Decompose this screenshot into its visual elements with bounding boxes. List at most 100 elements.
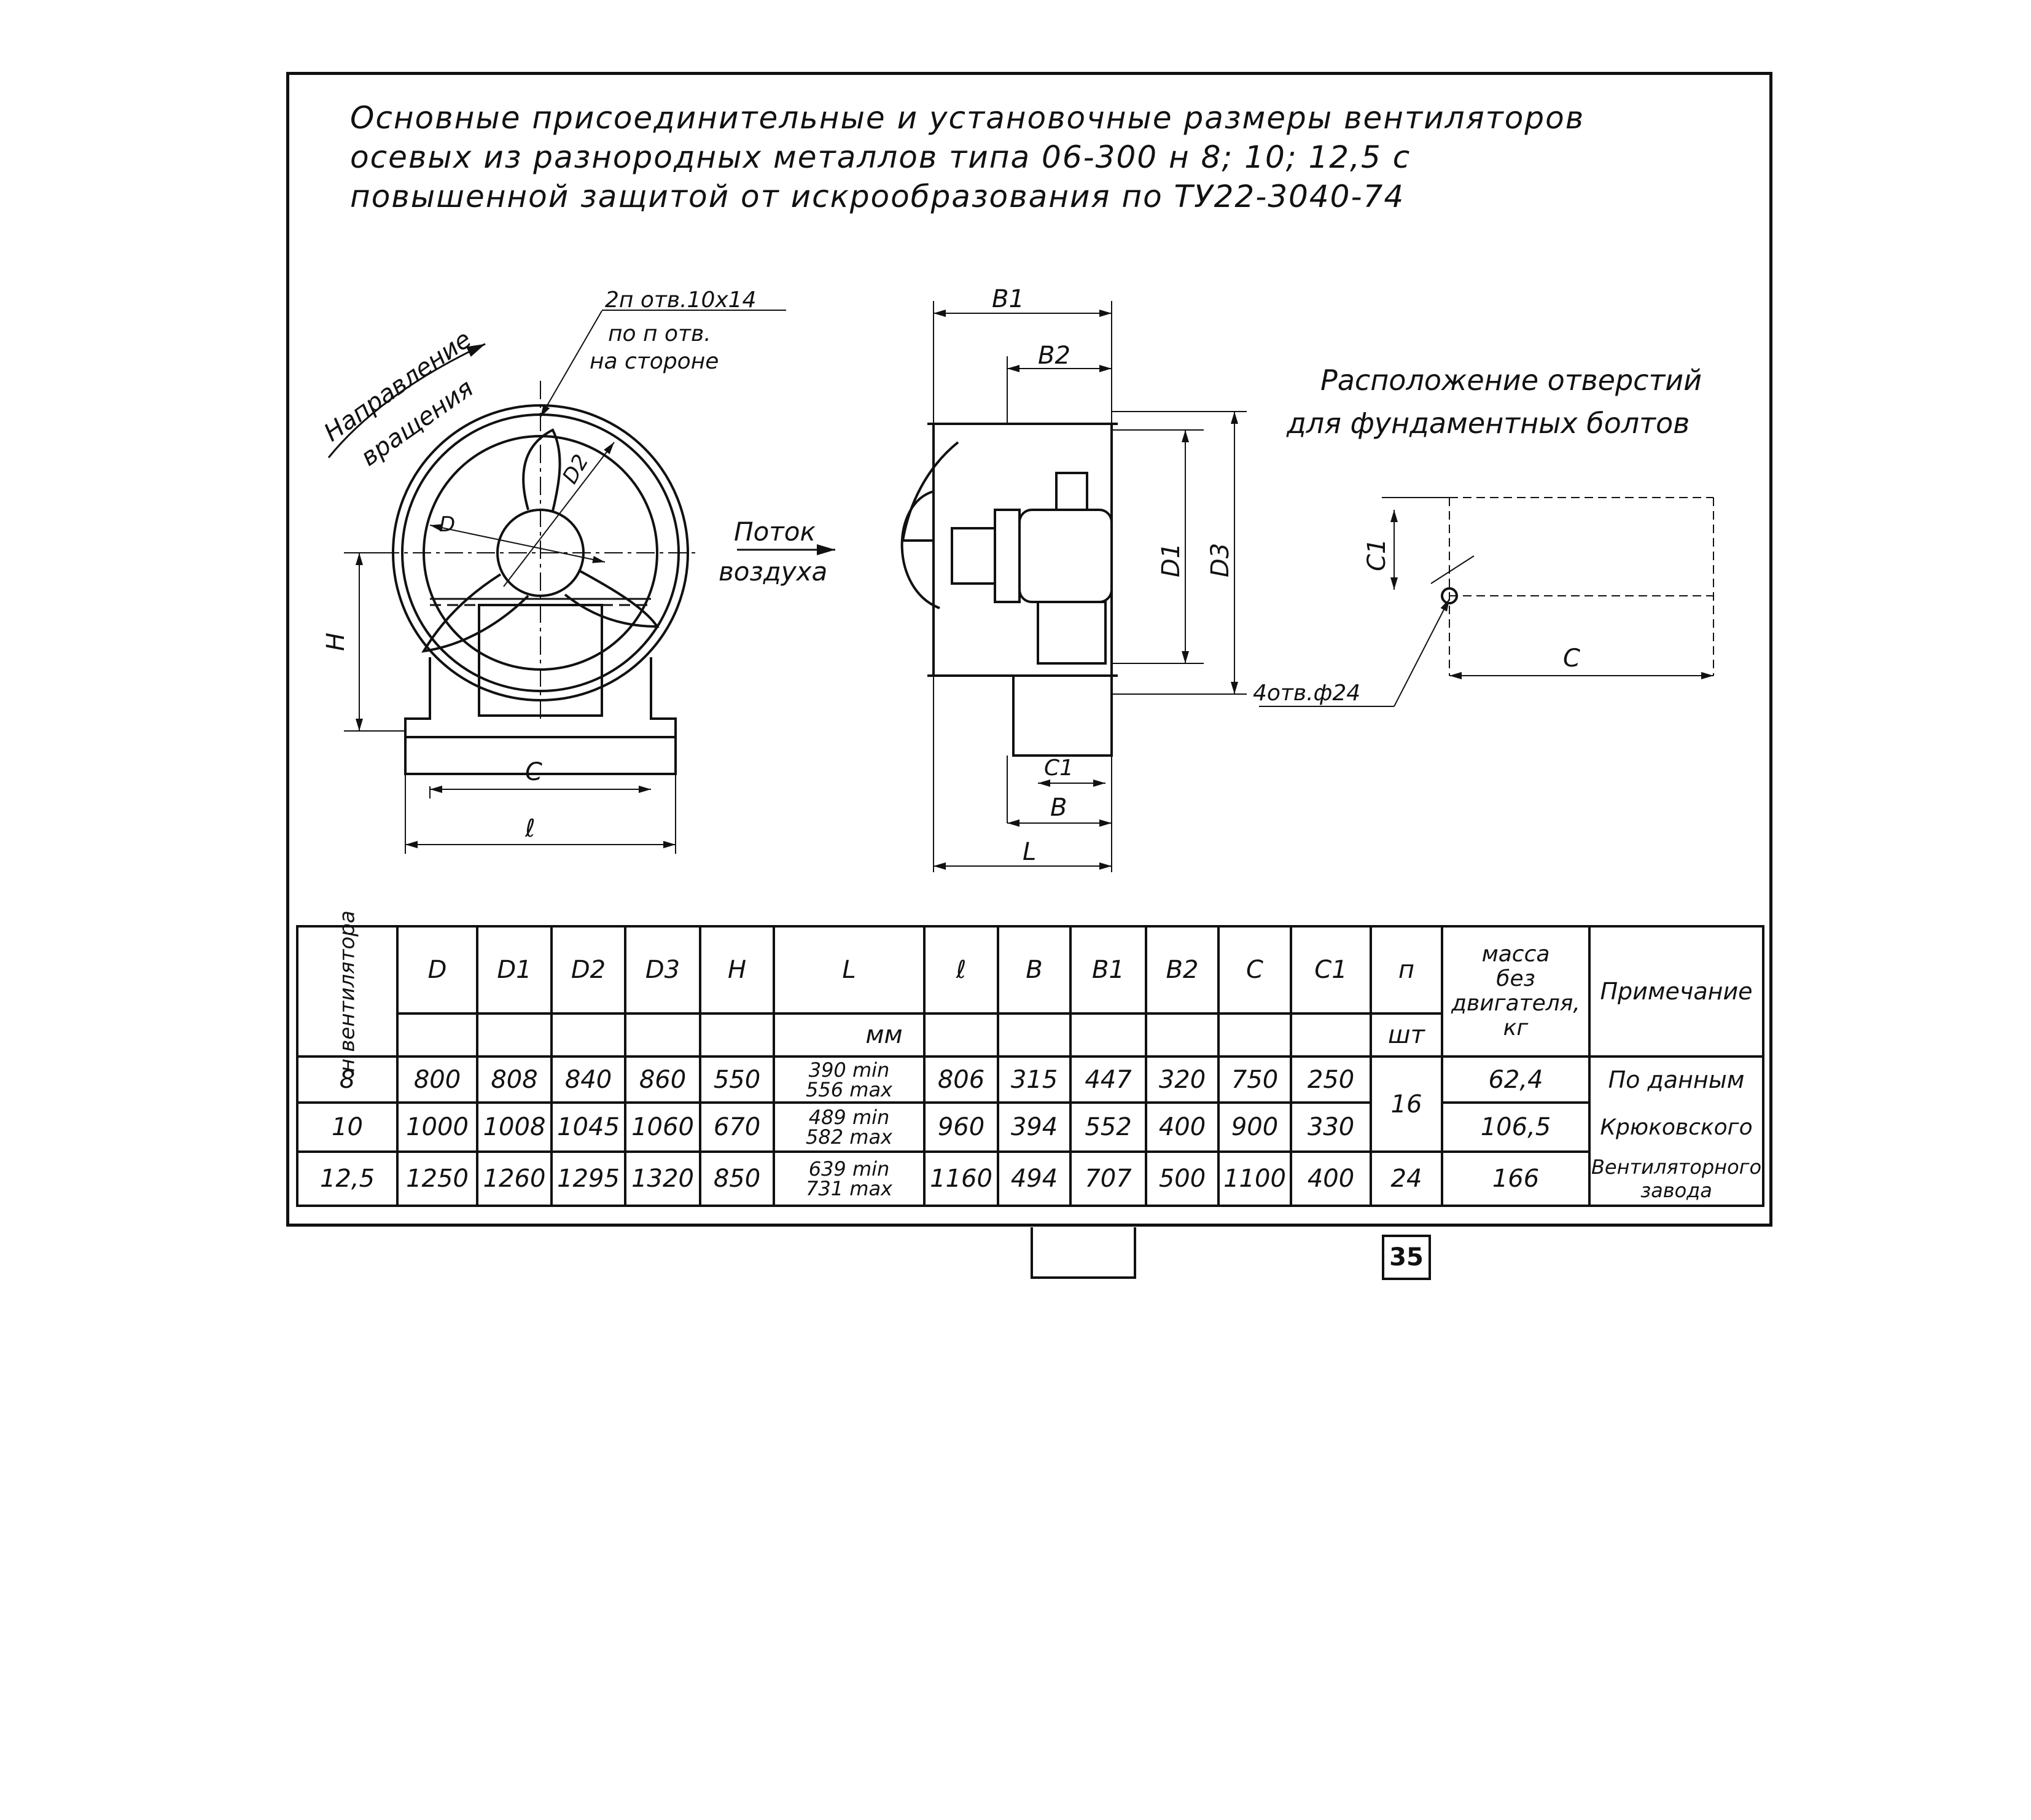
row-12-D: 1250: [406, 1165, 469, 1193]
row-10-D1: 1008: [483, 1113, 546, 1141]
title-line-3: повышенной защитой от искрообразования п…: [350, 179, 1405, 214]
row-10-fan: 10: [332, 1113, 363, 1141]
row-8-l: 806: [937, 1065, 985, 1094]
row-12-D3: 1320: [631, 1165, 694, 1193]
row-12-l: 1160: [930, 1165, 992, 1193]
row-10-C: 900: [1231, 1113, 1279, 1141]
header-D1: D1: [497, 956, 532, 984]
row-12-B1: 707: [1085, 1165, 1132, 1193]
dim-D3: D3: [1206, 543, 1234, 577]
blade-left: [421, 573, 529, 653]
mass-header: масса без двигателя, кг: [1451, 942, 1580, 1041]
bolt-dim-C1: C1: [1363, 539, 1391, 571]
header-H: H: [727, 956, 747, 984]
dim-D1: D1: [1157, 543, 1185, 577]
side-view: [900, 301, 1247, 872]
title-line-1: Основные присоединительные и установочны…: [350, 100, 1585, 136]
row-12-mass: 166: [1492, 1165, 1540, 1193]
base-frame: [404, 736, 677, 775]
header-D3: D3: [645, 956, 680, 984]
stamp-box: [1031, 1227, 1136, 1279]
row-10-mass: 106,5: [1480, 1113, 1551, 1141]
technical-drawing: Направление вращения 2п отв.10х14 по п о…: [296, 285, 1764, 1207]
unit-pcs: шт: [1388, 1021, 1425, 1049]
blade-top: [522, 428, 561, 512]
motor-body: [1018, 509, 1113, 603]
bolt-title: Расположение отверстий: [1320, 364, 1702, 397]
row-10-D3: 1060: [631, 1113, 694, 1141]
dim-B1: B1: [992, 285, 1024, 313]
row-8-H: 550: [713, 1065, 761, 1094]
row-8-mass: 62,4: [1488, 1065, 1543, 1094]
note-line-1: По данным: [1608, 1066, 1745, 1093]
page-number: 35: [1382, 1235, 1431, 1280]
header-D2: D2: [571, 956, 606, 984]
row-10-H: 670: [713, 1113, 761, 1141]
stand: [404, 657, 677, 737]
dim-B: B: [1050, 794, 1067, 822]
dim-D: D: [439, 512, 455, 537]
row-12-B: 494: [1010, 1165, 1058, 1193]
row-8-C: 750: [1231, 1065, 1279, 1094]
row-8-D2: 840: [564, 1065, 612, 1094]
dim-l: ℓ: [524, 814, 536, 843]
row-12-B2: 500: [1158, 1165, 1206, 1193]
row-10-B: 394: [1010, 1113, 1058, 1141]
row-8-D: 800: [413, 1065, 461, 1094]
row-8-D1: 808: [491, 1065, 538, 1094]
note-header: Примечание: [1600, 978, 1753, 1005]
header-n: п: [1398, 956, 1415, 984]
row-10-C1: 330: [1307, 1113, 1355, 1141]
row-12-C: 1100: [1223, 1165, 1286, 1193]
row-8-B: 315: [1010, 1065, 1058, 1094]
casing-side: [932, 423, 1113, 677]
dimensions-table: н вентилятора D D1 D2 D3 H L ℓ B B1 B2 C…: [297, 910, 1763, 1820]
unit-mm: мм: [865, 1021, 903, 1049]
col-fan-header: н вентилятора: [335, 910, 360, 1072]
side-blade: [901, 441, 959, 542]
holes-label-2: по п отв.: [608, 321, 711, 346]
bolt-holes-label: 4отв.ф24: [1253, 681, 1360, 706]
row-8-C1: 250: [1307, 1065, 1355, 1094]
row-10-B2: 400: [1158, 1113, 1206, 1141]
front-view: [327, 310, 835, 854]
nose-cone: [900, 490, 940, 609]
flow-label: Поток: [734, 517, 816, 547]
dim-C1: C1: [1044, 756, 1074, 781]
row-10-l: 960: [937, 1113, 985, 1141]
row-12-fan: 12,5: [319, 1165, 375, 1193]
row-10-B1: 552: [1085, 1113, 1132, 1141]
header-D: D: [427, 956, 447, 984]
bolt-title-2: для фундаментных болтов: [1286, 407, 1690, 440]
note-line-2: Крюковского: [1600, 1114, 1753, 1140]
header-B: B: [1026, 956, 1043, 984]
row-12-D2: 1295: [557, 1165, 620, 1193]
header-l: ℓ: [956, 956, 967, 984]
row-8-D3: 860: [639, 1065, 687, 1094]
dim-H: H: [322, 633, 350, 651]
header-C: C: [1246, 956, 1263, 984]
drawing-title: Основные присоединительные и установочны…: [350, 98, 1701, 216]
row-10-D2: 1045: [557, 1113, 620, 1141]
row-12-D1: 1260: [483, 1165, 546, 1193]
row-8-B2: 320: [1158, 1065, 1206, 1094]
header-B1: B1: [1092, 956, 1125, 984]
row-8-B1: 447: [1085, 1065, 1132, 1094]
hub-section: [951, 527, 996, 585]
header-L: L: [842, 956, 856, 984]
holes-label-3: на стороне: [590, 349, 719, 374]
bolt-dim-C: C: [1563, 644, 1580, 673]
dim-L: L: [1023, 838, 1036, 866]
row-12-H: 850: [713, 1165, 761, 1193]
bolt-layout: [1259, 497, 1714, 707]
drawing-frame: [286, 72, 1772, 1227]
header-B2: B2: [1166, 956, 1199, 984]
row-8-fan: 8: [339, 1065, 356, 1094]
header-C1: C1: [1314, 956, 1347, 984]
bolt-hole: [1441, 587, 1458, 604]
flow-label-2: воздуха: [719, 557, 827, 587]
